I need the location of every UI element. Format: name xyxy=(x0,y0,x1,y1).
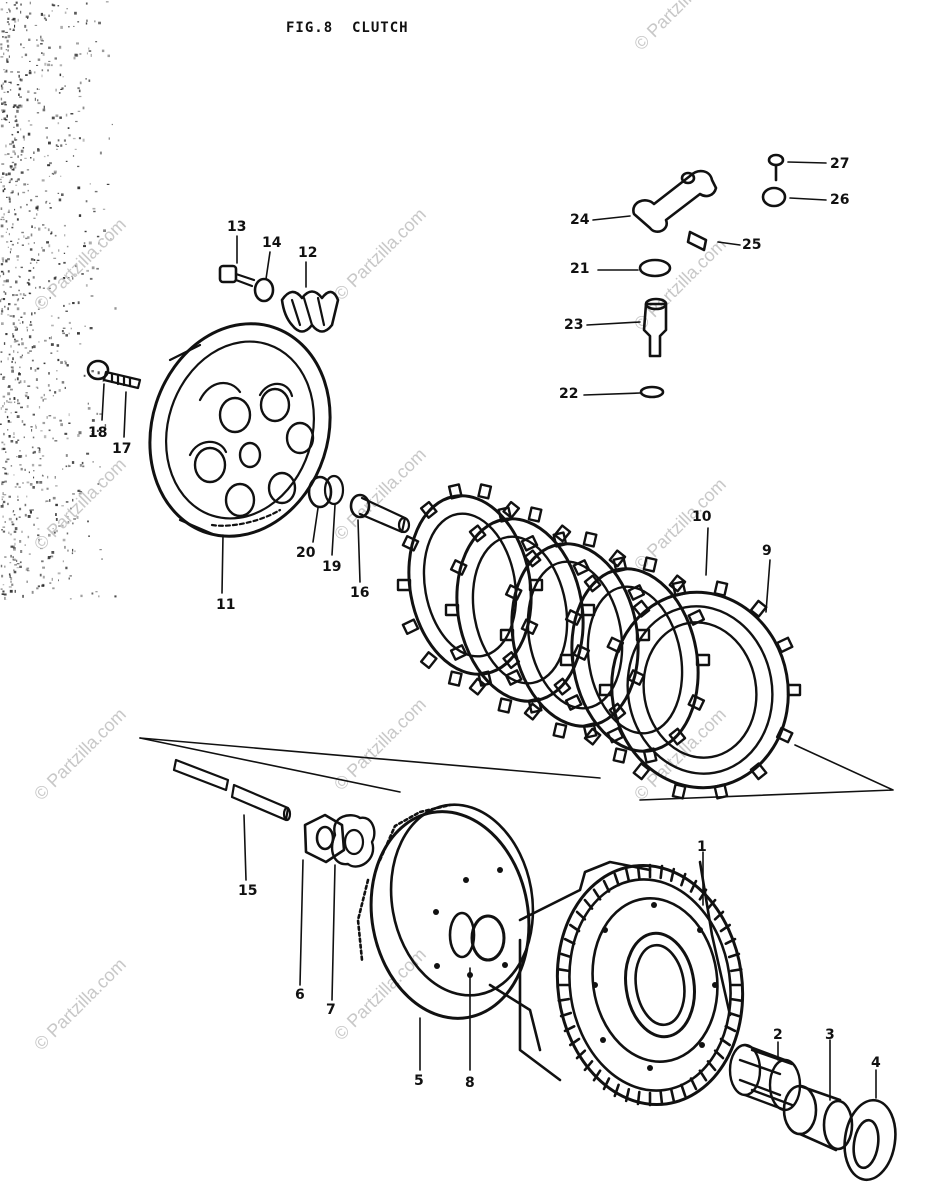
spacer xyxy=(782,1084,854,1152)
clutch-plate-stack xyxy=(396,483,802,800)
assembly-plane xyxy=(139,737,894,801)
spring-bolt xyxy=(218,264,256,288)
callout-18: 18 xyxy=(88,425,108,441)
scan-noise xyxy=(0,1,117,600)
callout-1: 1 xyxy=(697,839,707,855)
callout-12: 12 xyxy=(298,245,318,261)
callout-10: 10 xyxy=(692,509,712,525)
lock-washer xyxy=(330,814,376,868)
callout-11: 11 xyxy=(216,597,236,613)
callout-leaders xyxy=(101,161,877,1101)
callout-4: 4 xyxy=(871,1055,881,1071)
clutch-spring xyxy=(280,290,340,333)
clutch-housing xyxy=(488,860,745,1107)
adjust-bolt xyxy=(86,359,142,390)
callout-23: 23 xyxy=(564,317,584,333)
callout-19: 19 xyxy=(322,559,342,575)
figure-title: FIG.8 CLUTCH xyxy=(286,20,409,36)
thrust-washer xyxy=(843,1098,897,1182)
callout-24: 24 xyxy=(570,212,590,228)
callout-16: 16 xyxy=(350,585,370,601)
callout-17: 17 xyxy=(112,441,132,457)
washer xyxy=(253,277,275,303)
sleeve-hub xyxy=(356,803,535,1020)
callout-20: 20 xyxy=(296,545,316,561)
callout-7: 7 xyxy=(326,1002,336,1018)
callout-8: 8 xyxy=(465,1075,475,1091)
callout-21: 21 xyxy=(570,261,590,277)
push-piece xyxy=(349,493,411,534)
callout-5: 5 xyxy=(414,1073,424,1089)
callout-2: 2 xyxy=(773,1027,783,1043)
callout-13: 13 xyxy=(227,219,247,235)
callout-27: 27 xyxy=(830,156,850,172)
thrust-bearing xyxy=(323,474,345,506)
callout-14: 14 xyxy=(262,235,282,251)
callout-9: 9 xyxy=(762,543,772,559)
push-rod xyxy=(172,758,292,822)
callout-15: 15 xyxy=(238,883,258,899)
needle-bearing xyxy=(728,1043,802,1112)
callout-22: 22 xyxy=(559,386,579,402)
release-mechanism xyxy=(632,153,787,399)
bearing-washer xyxy=(307,475,333,509)
callout-3: 3 xyxy=(825,1027,835,1043)
callout-26: 26 xyxy=(830,192,850,208)
hub-nut xyxy=(303,813,346,864)
callout-25: 25 xyxy=(742,237,762,253)
pressure-plate xyxy=(148,322,332,538)
callout-6: 6 xyxy=(295,987,305,1003)
